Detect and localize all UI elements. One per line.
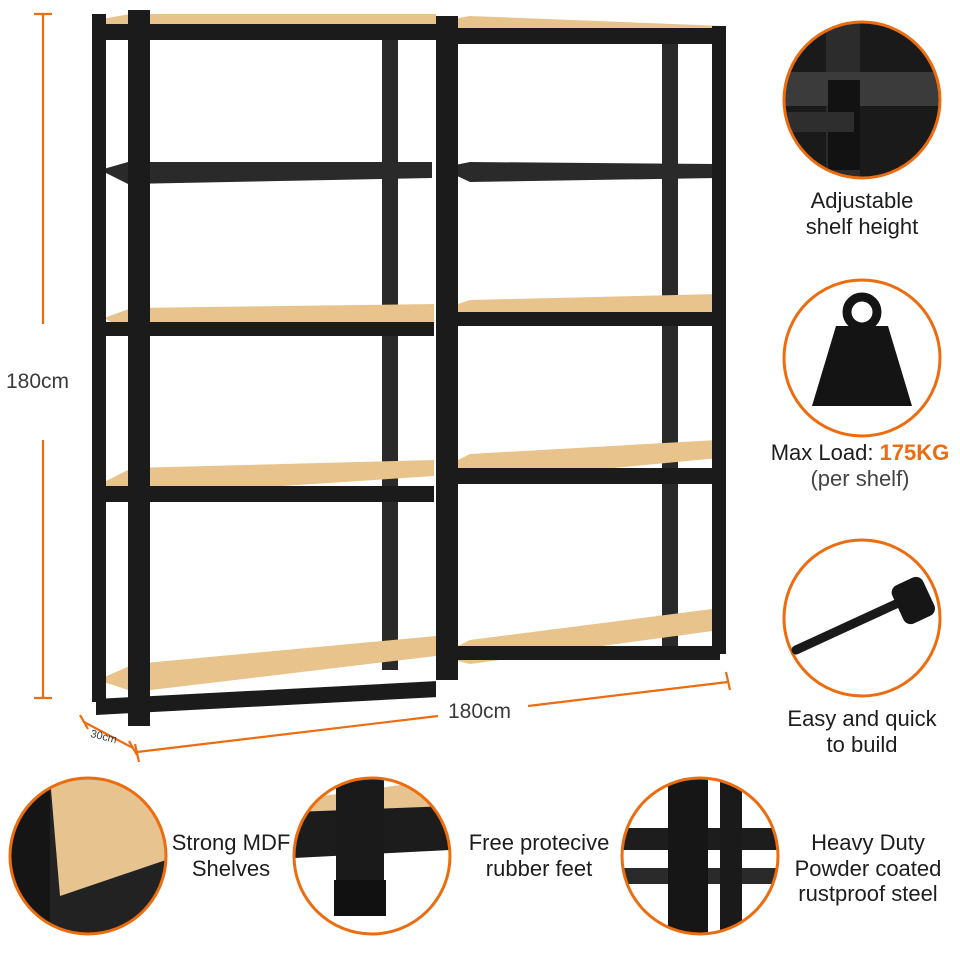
shelf-corner-bracket-icon	[782, 20, 942, 180]
rubber-foot-closeup-icon	[292, 776, 452, 936]
height-dimension-label: 180cm	[6, 370, 70, 393]
max-load-note: (per shelf)	[810, 465, 910, 491]
mdf-board-closeup-icon	[8, 776, 168, 936]
max-load-line: Max Load: 175KG	[762, 440, 958, 466]
steel-line1: Heavy Duty	[811, 830, 925, 855]
rubber-mallet-icon	[782, 538, 942, 698]
shelving-unit-left	[92, 10, 436, 726]
mdf-feature-label: Strong MDF Shelves	[166, 830, 296, 881]
easy-build-line2: to build	[826, 731, 898, 757]
easy-build-line1: Easy and quick	[787, 706, 937, 731]
max-load-value: 175KG	[879, 440, 950, 465]
mdf-line1: Strong MDF	[171, 830, 291, 855]
adjustable-line2: shelf height	[805, 213, 919, 239]
feet-line1: Free protecive	[468, 830, 610, 855]
mdf-line2: Shelves	[191, 855, 271, 881]
steel-line3: rustproof steel	[798, 881, 938, 907]
steel-upright-closeup-icon	[620, 776, 780, 936]
max-load-feature-label: Max Load: 175KG (per shelf)	[762, 440, 958, 491]
max-load-label: Max Load:	[770, 440, 874, 465]
adjustable-feature-label: Adjustable shelf height	[780, 188, 944, 239]
steel-feature-label: Heavy Duty Powder coated rustproof steel	[784, 830, 952, 907]
depth-dimension-line	[79, 714, 138, 756]
easy-build-feature-label: Easy and quick to build	[772, 706, 952, 757]
adjustable-line1: Adjustable	[810, 188, 914, 213]
feet-feature-label: Free protecive rubber feet	[458, 830, 620, 881]
height-dimension-line	[34, 12, 52, 700]
weight-icon	[782, 278, 942, 438]
feet-line2: rubber feet	[485, 855, 593, 881]
width-dimension-label: 180cm	[448, 700, 512, 723]
steel-line2: Powder coated	[794, 855, 942, 881]
shelving-unit-right	[436, 16, 726, 680]
